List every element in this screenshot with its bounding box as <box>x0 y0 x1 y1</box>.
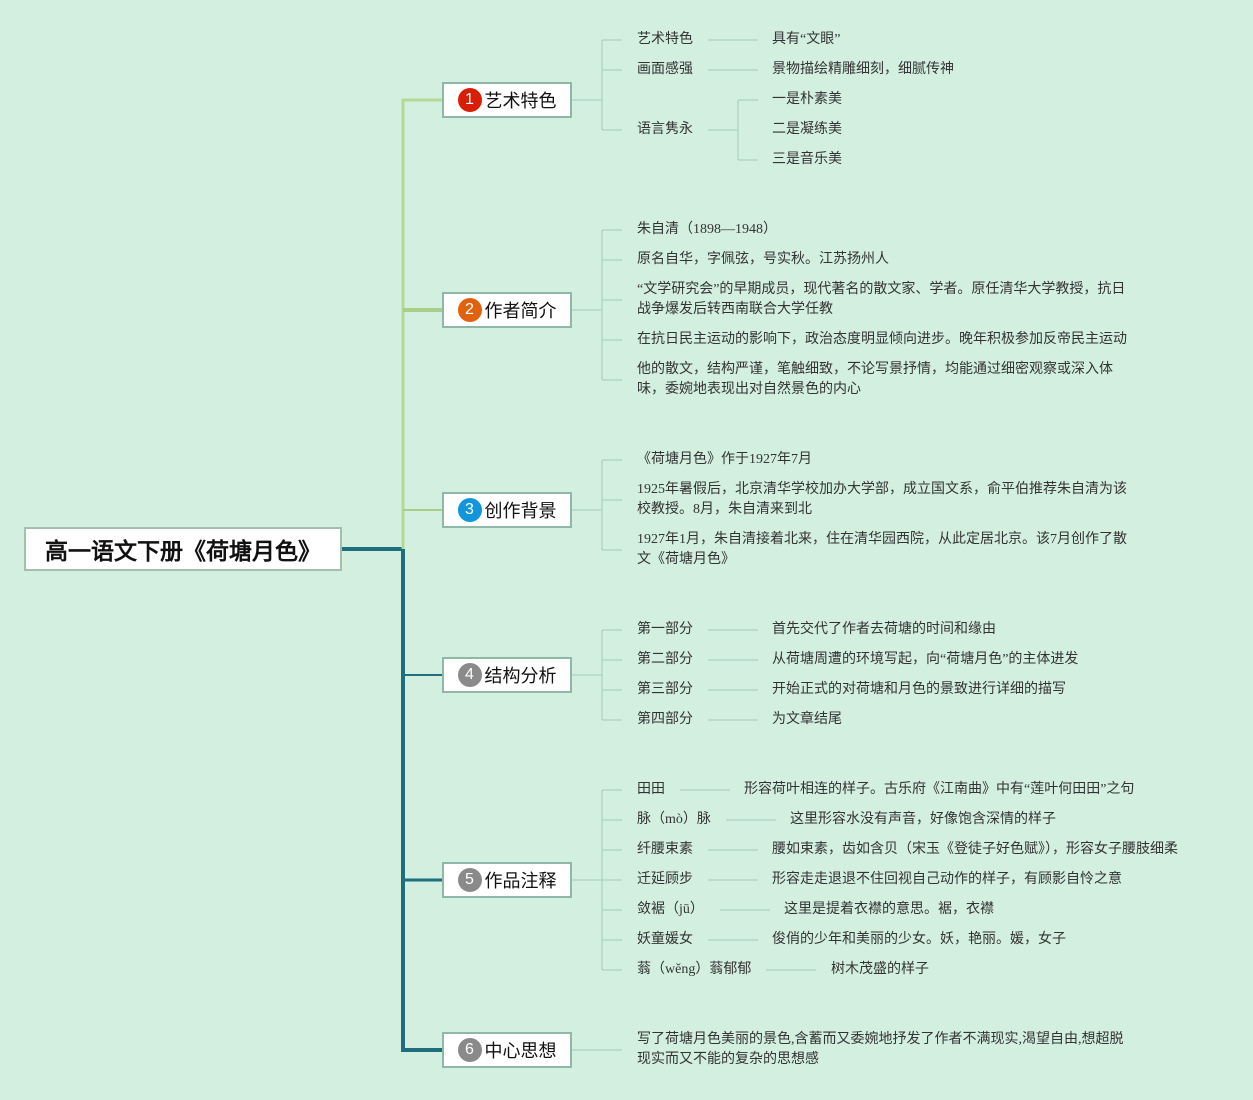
art-detail[interactable]: 具有“文眼” <box>772 32 841 47</box>
structure-desc[interactable]: 从荷塘周遭的环境写起，向“荷塘月色”的主体进发 <box>772 652 1079 667</box>
number-badge-icon: 6 <box>457 1038 482 1062</box>
structure-part[interactable]: 第四部分 <box>637 712 693 727</box>
background-item[interactable]: 1927年1月，朱自清接着北来，住在清华园西院，从此定居北京。该7月创作了散文《… <box>637 532 1127 567</box>
number-badge-icon: 5 <box>457 868 482 892</box>
note-term[interactable]: 纤腰束素 <box>637 842 693 857</box>
note-term[interactable]: 妖童媛女 <box>637 932 693 947</box>
branch-label: 中心思想 <box>484 1041 557 1062</box>
note-definition[interactable]: 形容荷叶相连的样子。古乐府《江南曲》中有“莲叶何田田”之句 <box>744 782 1135 797</box>
note-definition[interactable]: 这里是提着衣襟的意思。裾，衣襟 <box>784 902 994 917</box>
number-badge-icon: 1 <box>457 88 482 112</box>
note-term[interactable]: 迁延顾步 <box>637 872 693 887</box>
branch-theme[interactable]: 6 中心思想 <box>442 1032 572 1068</box>
note-definition[interactable]: 树木茂盛的样子 <box>831 962 929 977</box>
structure-desc[interactable]: 首先交代了作者去荷塘的时间和缘由 <box>772 622 996 637</box>
branch-background[interactable]: 3 创作背景 <box>442 492 572 528</box>
branch-art-features[interactable]: 1 艺术特色 <box>442 82 572 118</box>
branch-notes[interactable]: 5 作品注释 <box>442 862 572 898</box>
structure-desc[interactable]: 开始正式的对荷塘和月色的景致进行详细的描写 <box>772 682 1066 697</box>
note-term[interactable]: 田田 <box>637 782 665 797</box>
background-item[interactable]: 1925年暑假后，北京清华学校加办大学部，成立国文系，俞平伯推荐朱自清为该校教授… <box>637 482 1127 517</box>
art-detail[interactable]: 景物描绘精雕细刻，细腻传神 <box>772 62 954 77</box>
language-beauty[interactable]: 一是朴素美 <box>772 92 842 107</box>
structure-part[interactable]: 第一部分 <box>637 622 693 637</box>
structure-part[interactable]: 第三部分 <box>637 682 693 697</box>
author-item[interactable]: 原名自华，字佩弦，号实秋。江苏扬州人 <box>637 252 889 267</box>
structure-desc[interactable]: 为文章结尾 <box>772 712 842 727</box>
number-badge-icon: 4 <box>457 663 482 687</box>
structure-part[interactable]: 第二部分 <box>637 652 693 667</box>
branch-structure[interactable]: 4 结构分析 <box>442 657 572 693</box>
author-item[interactable]: 他的散文，结构严谨，笔触细致，不论写景抒情，均能通过细密观察或深入体味，委婉地表… <box>637 362 1113 397</box>
note-definition[interactable]: 形容走走退退不住回视自己动作的样子，有顾影自怜之意 <box>772 872 1122 887</box>
note-definition[interactable]: 腰如束素，齿如含贝（宋玉《登徒子好色赋》），形容女子腰肢细柔 <box>772 842 1178 857</box>
author-item[interactable]: 朱自清（1898—1948） <box>637 222 777 237</box>
branch-author-intro[interactable]: 2 作者简介 <box>442 292 572 328</box>
note-definition[interactable]: 俊俏的少年和美丽的少女。妖，艳丽。媛，女子 <box>772 932 1066 947</box>
note-term[interactable]: 脉（mò）脉 <box>637 812 711 827</box>
branch-label: 创作背景 <box>484 501 557 522</box>
number-badge-icon: 2 <box>457 298 482 322</box>
branch-label: 艺术特色 <box>484 91 557 112</box>
note-term[interactable]: 敛裾（jū） <box>637 902 704 917</box>
theme-text[interactable]: 写了荷塘月色美丽的景色,含蓄而又委婉地抒发了作者不满现实,渴望自由,想超脱现实而… <box>637 1032 1124 1067</box>
note-term[interactable]: 蓊（wěng）蓊郁郁 <box>637 962 752 977</box>
background-item[interactable]: 《荷塘月色》作于1927年7月 <box>637 452 812 467</box>
note-definition[interactable]: 这里形容水没有声音，好像饱含深情的样子 <box>790 812 1056 827</box>
number-badge-icon: 3 <box>457 498 482 522</box>
art-item[interactable]: 语言隽永 <box>637 122 693 137</box>
art-item[interactable]: 画面感强 <box>637 62 693 77</box>
author-item[interactable]: “文学研究会”的早期成员，现代著名的散文家、学者。原任清华大学教授，抗日战争爆发… <box>637 282 1126 317</box>
root-topic[interactable]: 高一语文下册《荷塘月色》 <box>24 527 342 571</box>
language-beauty[interactable]: 三是音乐美 <box>772 152 842 167</box>
author-item[interactable]: 在抗日民主运动的影响下，政治态度明显倾向进步。晚年积极参加反帝民主运动 <box>637 332 1127 347</box>
branch-label: 作者简介 <box>484 301 557 322</box>
language-beauty[interactable]: 二是凝练美 <box>772 122 842 137</box>
branch-label: 结构分析 <box>484 666 557 687</box>
branch-label: 作品注释 <box>484 871 557 892</box>
art-item[interactable]: 艺术特色 <box>637 32 693 47</box>
